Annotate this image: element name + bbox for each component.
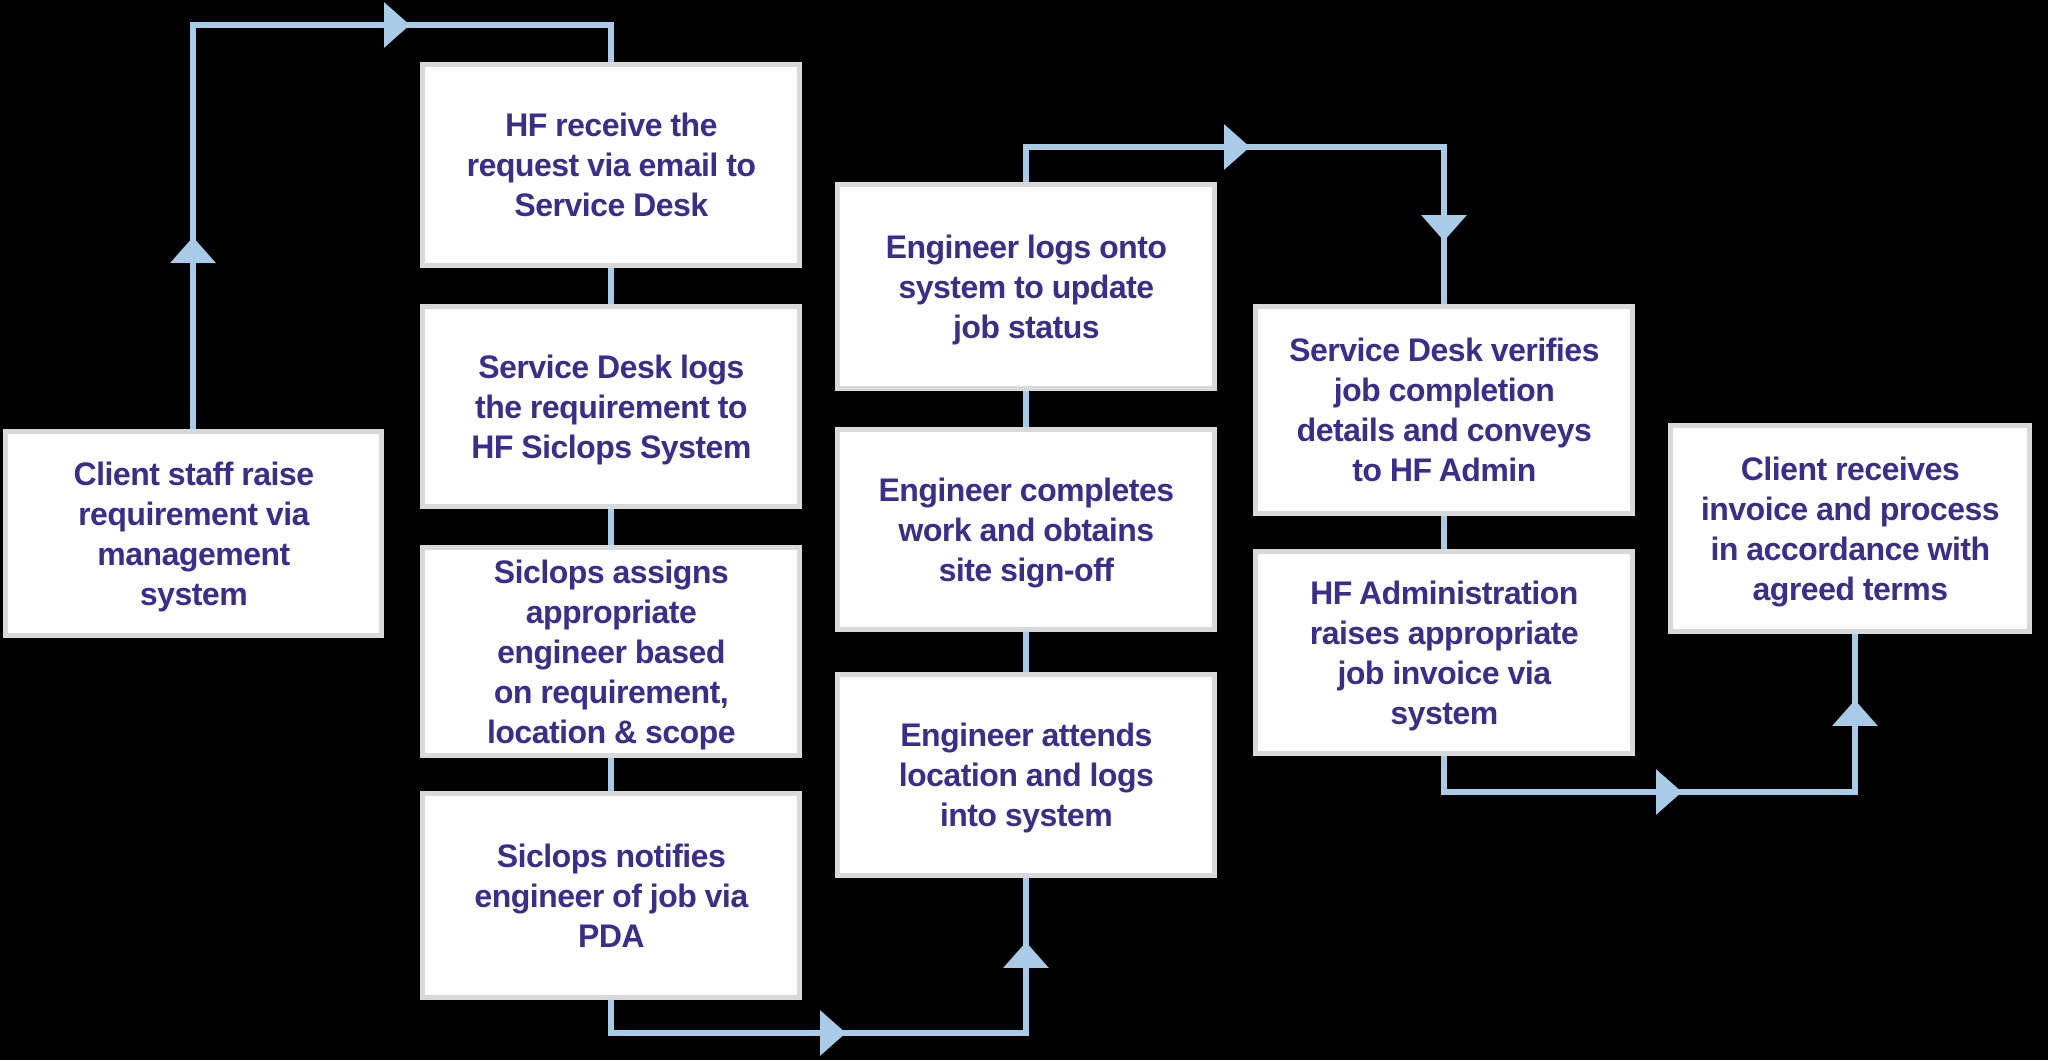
connector-siclops-notifies-to-engineer-attends-across — [608, 1030, 1029, 1036]
flow-node-label: Siclops notifies engineer of job via PDA — [474, 837, 748, 954]
connector-siclops-assigns-to-siclops-notifies — [608, 758, 614, 791]
connector-hf-receive-to-service-desk-logs — [608, 268, 614, 304]
flow-node-label: Client receives invoice and process in a… — [1700, 450, 2000, 607]
arrowhead-up-icon — [1832, 700, 1878, 726]
flow-node-label: Engineer completes work and obtains site… — [878, 471, 1174, 588]
arrowhead-right-icon — [1656, 769, 1682, 815]
flow-node-service-desk-verifies: Service Desk verifies job completion det… — [1253, 304, 1635, 516]
connector-hf-admin-to-client-receives-across — [1441, 789, 1858, 795]
flow-node-label: HF Administration raises appropriate job… — [1309, 574, 1579, 731]
flow-node-siclops-notifies: Siclops notifies engineer of job via PDA — [420, 791, 802, 1000]
flow-node-engineer-attends: Engineer attends location and logs into … — [835, 672, 1217, 878]
flow-node-hf-receive: HF receive the request via email to Serv… — [420, 62, 802, 268]
flow-node-service-desk-logs: Service Desk logs the requirement to HF … — [420, 304, 802, 509]
flow-node-hf-admin-raises: HF Administration raises appropriate job… — [1253, 549, 1635, 756]
flow-node-label: Siclops assigns appropriate engineer bas… — [486, 553, 736, 750]
arrowhead-right-icon — [384, 2, 410, 48]
flow-node-client-receives: Client receives invoice and process in a… — [1668, 423, 2032, 634]
flow-node-label: Service Desk verifies job completion det… — [1289, 332, 1599, 488]
flow-node-siclops-assigns: Siclops assigns appropriate engineer bas… — [420, 545, 802, 758]
connector-client-to-hf-receive-up — [190, 22, 196, 429]
connector-engineer-logs-to-service-desk-verifies-up — [1023, 144, 1029, 182]
flow-node-label: Service Desk logs the requirement to HF … — [471, 348, 751, 465]
arrowhead-up-icon — [1003, 942, 1049, 968]
arrowhead-right-icon — [820, 1010, 846, 1056]
connector-service-desk-logs-to-siclops-assigns — [608, 509, 614, 545]
flow-node-client-staff-raise: Client staff raise requirement via manag… — [3, 429, 384, 638]
arrowhead-right-icon — [1224, 124, 1250, 170]
flow-node-engineer-logs: Engineer logs onto system to update job … — [835, 182, 1217, 391]
arrowhead-up-icon — [170, 237, 216, 263]
flow-node-label: Engineer logs onto system to update job … — [885, 228, 1167, 345]
arrowhead-down-icon — [1421, 215, 1467, 241]
connector-engineer-attends-to-engineer-completes — [1023, 632, 1029, 672]
flow-node-label: HF receive the request via email to Serv… — [466, 107, 756, 223]
connector-client-to-hf-receive-drop — [608, 22, 614, 67]
connector-engineer-completes-to-engineer-logs — [1023, 391, 1029, 427]
flow-node-engineer-completes: Engineer completes work and obtains site… — [835, 427, 1217, 632]
connector-service-desk-verifies-to-hf-admin — [1441, 516, 1447, 549]
flow-node-label: Engineer attends location and logs into … — [898, 717, 1154, 833]
connector-siclops-notifies-to-engineer-attends-down — [608, 1000, 614, 1036]
flow-node-label: Client staff raise requirement via manag… — [73, 455, 314, 612]
connector-hf-admin-to-client-receives-down — [1441, 756, 1447, 795]
